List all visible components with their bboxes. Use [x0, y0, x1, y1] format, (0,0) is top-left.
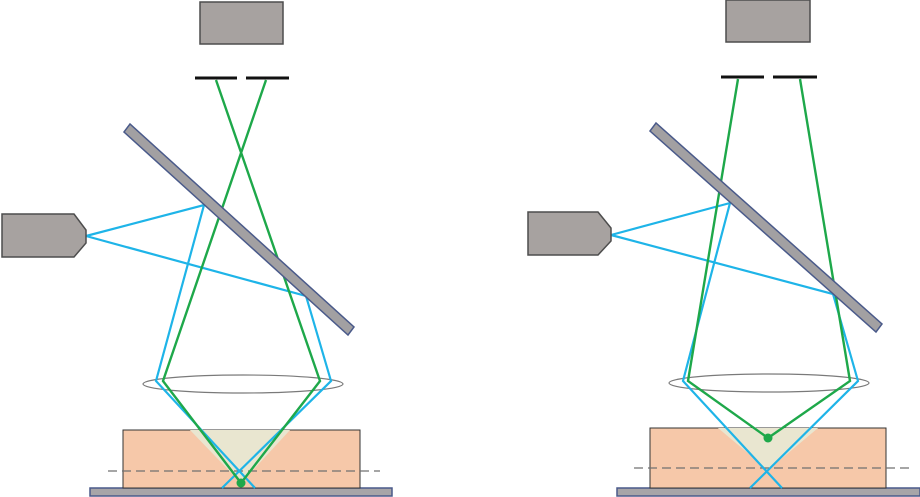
detection-beam-a-right [686, 78, 852, 440]
panel-right [527, 0, 920, 497]
detector-box-left [199, 1, 284, 45]
illumination-beam-inner-left [85, 234, 333, 489]
beam-splitter-mirror-left [122, 122, 356, 337]
illumination-beam-outer-left [85, 203, 256, 489]
panel-left [1, 1, 393, 497]
light-source-left [1, 213, 87, 258]
beam-splitter-mirror-right [648, 121, 884, 334]
stage-plate-left [89, 487, 393, 497]
stage-plate-right [616, 487, 920, 497]
light-source-right [527, 211, 612, 256]
objective-lens-left [142, 374, 344, 394]
illumination-beam-outer-right [610, 201, 783, 489]
focus-cone-right [718, 428, 818, 470]
focal-point-right [763, 433, 773, 443]
focal-point-left [236, 478, 246, 488]
detector-box-right [725, 0, 811, 43]
objective-lens-right [668, 373, 870, 393]
illumination-beam-inner-right [610, 233, 860, 489]
